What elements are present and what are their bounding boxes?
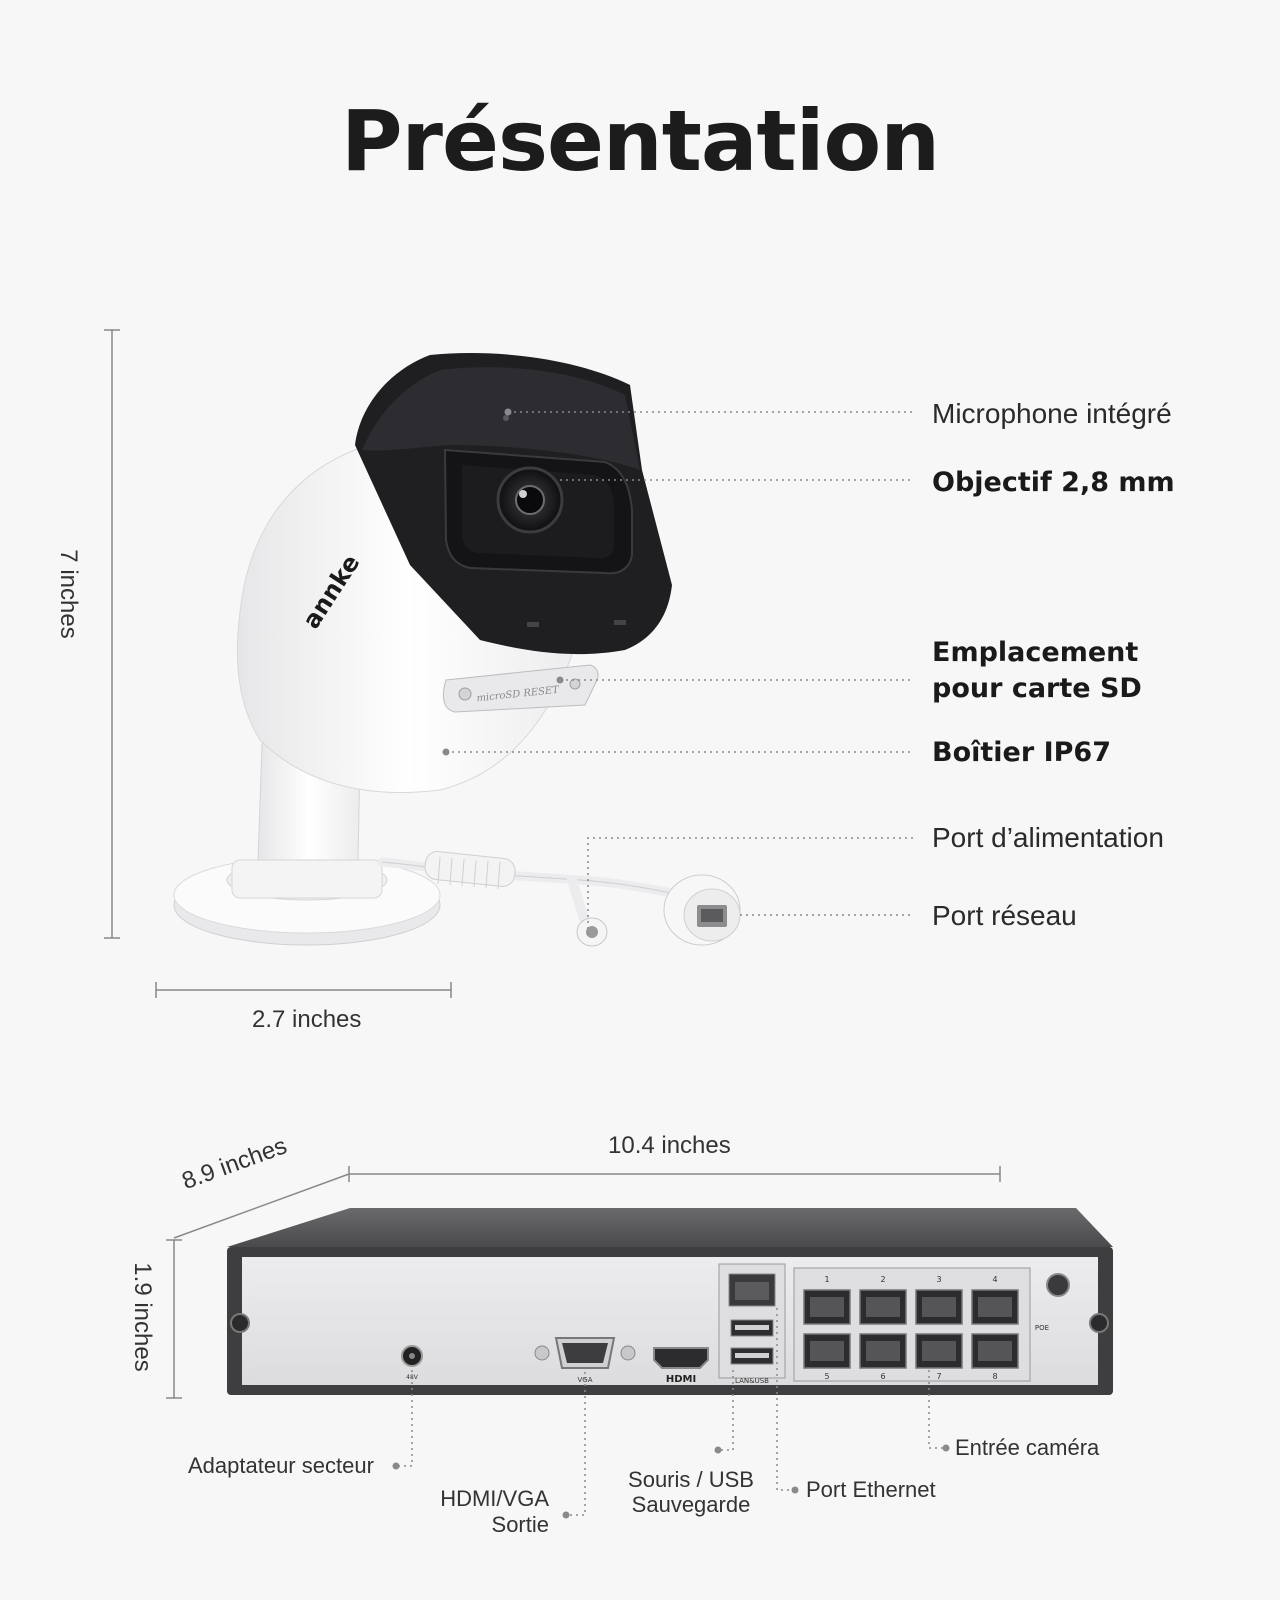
hdmi-port-text: HDMI bbox=[666, 1374, 696, 1385]
camera-height-label: 7 inches bbox=[55, 549, 82, 639]
poe-port-text: POE bbox=[1035, 1324, 1049, 1332]
nvr-recorder-illustration bbox=[227, 1208, 1113, 1395]
leader-power-adapter bbox=[398, 1370, 413, 1467]
leader-power-port bbox=[587, 837, 913, 935]
label-video-out-line1: HDMI/VGA bbox=[440, 1486, 549, 1511]
lan-usb-port-text: LAN&USB bbox=[735, 1377, 769, 1385]
nvr-height-dimension-line bbox=[166, 1239, 182, 1399]
nvr-height-label: 1.9 inches bbox=[129, 1262, 156, 1372]
camera-width-dimension-line bbox=[155, 982, 452, 998]
nvr-width-label: 10.4 inches bbox=[608, 1132, 731, 1159]
label-network-port: Port réseau bbox=[932, 900, 1077, 931]
camera-width-label: 2.7 inches bbox=[252, 1006, 362, 1033]
label-sd-slot-line2: pour carte SD bbox=[932, 673, 1142, 704]
leader-ethernet bbox=[776, 1308, 793, 1491]
label-ethernet: Port Ethernet bbox=[806, 1477, 936, 1502]
label-sd-slot-line1: Emplacement bbox=[932, 637, 1139, 668]
poe-number: 5 bbox=[824, 1372, 829, 1381]
label-usb-line1: Souris / USB bbox=[628, 1467, 754, 1492]
nvr-width-dimension-line bbox=[348, 1166, 1001, 1182]
label-lens: Objectif 2,8 mm bbox=[932, 467, 1175, 498]
label-housing: Boîtier IP67 bbox=[932, 737, 1111, 768]
leader-usb bbox=[720, 1370, 734, 1451]
label-power-port: Port d’alimentation bbox=[932, 822, 1164, 853]
poe-number: 8 bbox=[992, 1372, 997, 1381]
bullet-camera-illustration bbox=[173, 353, 741, 947]
label-usb-line2: Sauvegarde bbox=[631, 1492, 751, 1517]
poe-number: 7 bbox=[936, 1372, 941, 1381]
poe-number: 4 bbox=[992, 1275, 997, 1284]
label-microphone: Microphone intégré bbox=[932, 398, 1172, 429]
camera-height-dimension-line bbox=[104, 329, 120, 939]
leader-camera-input bbox=[928, 1370, 944, 1449]
poe-number: 2 bbox=[880, 1275, 885, 1284]
page-title: Présentation bbox=[340, 92, 940, 190]
nvr-depth-dimension-line bbox=[173, 1173, 350, 1239]
poe-number: 6 bbox=[880, 1372, 885, 1381]
poe-number: 3 bbox=[936, 1275, 941, 1284]
label-video-out-line2: Sortie bbox=[491, 1512, 549, 1537]
label-camera-input: Entrée caméra bbox=[955, 1435, 1100, 1460]
poe-number: 1 bbox=[824, 1275, 829, 1284]
label-power-adapter: Adaptateur secteur bbox=[188, 1453, 374, 1478]
